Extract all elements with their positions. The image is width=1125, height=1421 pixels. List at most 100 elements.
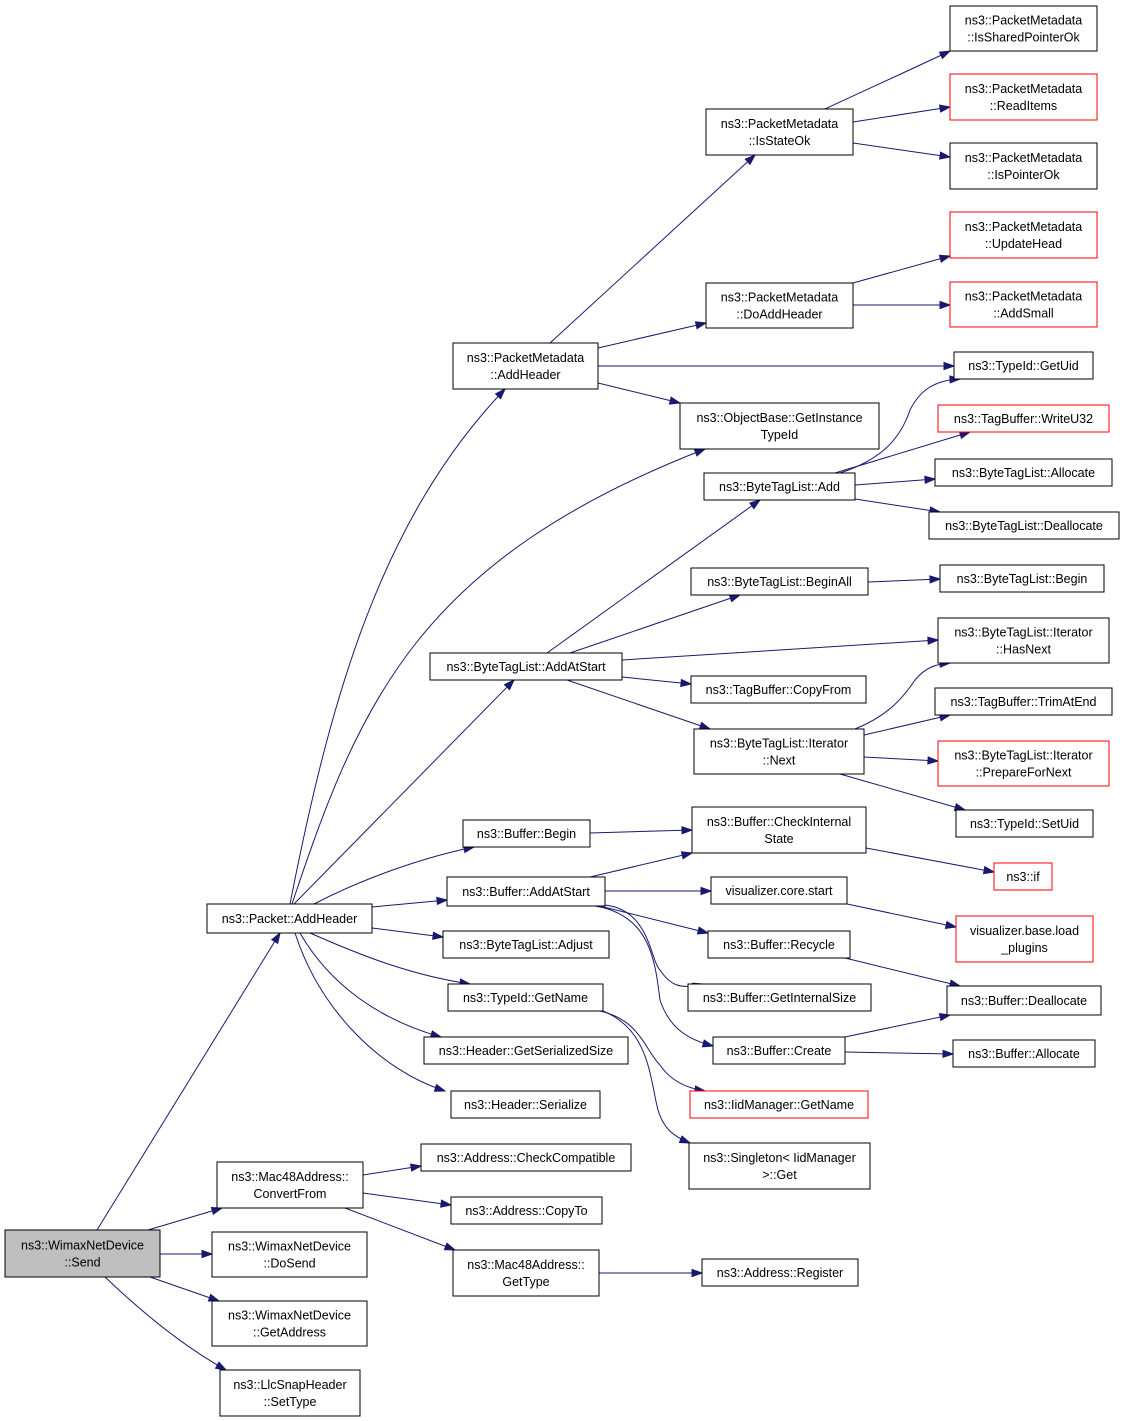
node-box[interactable] [701, 1258, 859, 1287]
node-box[interactable] [452, 342, 599, 390]
node-buffer-allocate[interactable]: ns3::Buffer::Allocate [952, 1039, 1096, 1068]
node-box[interactable] [442, 930, 610, 959]
node-box[interactable] [691, 806, 867, 854]
node-buffer-recycle[interactable]: ns3::Buffer::Recycle [707, 930, 851, 959]
node-box[interactable] [679, 402, 880, 450]
node-bytetaglist-deallocate[interactable]: ns3::ByteTagList::Deallocate [928, 511, 1120, 540]
node-buffer-deallocate[interactable]: ns3::Buffer::Deallocate [946, 985, 1102, 1016]
node-box[interactable] [4, 1229, 161, 1278]
node-visualizer-base-load-plugins[interactable]: visualizer.base.load_plugins [955, 915, 1094, 963]
node-box[interactable] [423, 1036, 629, 1065]
node-tagbuffer-copyfrom[interactable]: ns3::TagBuffer::CopyFrom [690, 675, 867, 704]
node-buffer-create[interactable]: ns3::Buffer::Create [712, 1036, 846, 1065]
node-typeid-getname[interactable]: ns3::TypeId::GetName [447, 983, 604, 1012]
node-bytetaglist-add[interactable]: ns3::ByteTagList::Add [703, 472, 856, 501]
node-singleton-get[interactable]: ns3::Singleton< IidManager>::Get [688, 1142, 871, 1190]
node-box[interactable] [429, 652, 623, 681]
node-wimax-getaddress[interactable]: ns3::WimaxNetDevice::GetAddress [211, 1300, 368, 1347]
node-mac48-convertfrom[interactable]: ns3::Mac48Address::ConvertFrom [216, 1161, 364, 1209]
node-box[interactable] [446, 876, 606, 907]
node-mac48-gettype[interactable]: ns3::Mac48Address::GetType [452, 1249, 600, 1297]
node-box[interactable] [707, 930, 851, 959]
node-box[interactable] [420, 1143, 632, 1172]
node-box[interactable] [952, 1039, 1096, 1068]
node-box[interactable] [447, 983, 604, 1012]
node-bytetaglist-addatstart[interactable]: ns3::ByteTagList::AddAtStart [429, 652, 623, 681]
node-box[interactable] [712, 1036, 846, 1065]
node-pm-addheader[interactable]: ns3::PacketMetadata::AddHeader [452, 342, 599, 390]
node-box[interactable] [450, 1196, 603, 1225]
node-typeid-setuid[interactable]: ns3::TypeId::SetUid [955, 809, 1094, 838]
node-box[interactable] [206, 903, 373, 934]
node-ns3-if[interactable]: ns3::if [993, 862, 1053, 891]
node-box[interactable] [710, 876, 848, 905]
node-pm-isstateok[interactable]: ns3::PacketMetadata::IsStateOk [705, 108, 854, 156]
node-box[interactable] [705, 108, 854, 156]
node-buffer-addatstart[interactable]: ns3::Buffer::AddAtStart [446, 876, 606, 907]
node-buffer-getinternalsize[interactable]: ns3::Buffer::GetInternalSize [687, 983, 872, 1012]
node-llcsnap-settype[interactable]: ns3::LlcSnapHeader::SetType [219, 1369, 361, 1417]
node-wimax-dosend[interactable]: ns3::WimaxNetDevice::DoSend [211, 1231, 368, 1278]
node-iidmanager-getname[interactable]: ns3::IidManager::GetName [689, 1090, 869, 1119]
node-address-checkcompatible[interactable]: ns3::Address::CheckCompatible [420, 1143, 632, 1172]
node-box[interactable] [955, 809, 1094, 838]
node-box[interactable] [705, 282, 854, 329]
node-box[interactable] [949, 211, 1098, 259]
node-bytetaglist-begin[interactable]: ns3::ByteTagList::Begin [939, 564, 1105, 593]
node-box[interactable] [949, 73, 1098, 121]
node-box[interactable] [949, 5, 1098, 52]
node-box[interactable] [462, 819, 591, 848]
node-box[interactable] [993, 862, 1053, 891]
node-box[interactable] [450, 1090, 601, 1119]
node-pm-ispointerok[interactable]: ns3::PacketMetadata::IsPointerOk [949, 142, 1098, 190]
node-box[interactable] [953, 351, 1094, 380]
node-visualizer-core-start[interactable]: visualizer.core.start [710, 876, 848, 905]
node-box[interactable] [452, 1249, 600, 1297]
node-box[interactable] [939, 564, 1105, 593]
node-btl-iterator-hasnext[interactable]: ns3::ByteTagList::Iterator::HasNext [937, 617, 1110, 664]
node-pm-addsmall[interactable]: ns3::PacketMetadata::AddSmall [949, 281, 1098, 328]
node-btl-iterator-preparefornext[interactable]: ns3::ByteTagList::Iterator::PrepareForNe… [937, 740, 1110, 787]
node-box[interactable] [689, 1090, 869, 1119]
node-box[interactable] [955, 915, 1094, 963]
node-box[interactable] [688, 1142, 871, 1190]
node-address-register[interactable]: ns3::Address::Register [701, 1258, 859, 1287]
node-box[interactable] [703, 472, 856, 501]
node-box[interactable] [211, 1231, 368, 1278]
node-typeid-getuid[interactable]: ns3::TypeId::GetUid [953, 351, 1094, 380]
node-header-getserializedsize[interactable]: ns3::Header::GetSerializedSize [423, 1036, 629, 1065]
node-pm-issharedpointerok[interactable]: ns3::PacketMetadata::IsSharedPointerOk [949, 5, 1098, 52]
node-bytetaglist-adjust[interactable]: ns3::ByteTagList::Adjust [442, 930, 610, 959]
node-bytetaglist-allocate[interactable]: ns3::ByteTagList::Allocate [934, 458, 1113, 487]
node-box[interactable] [687, 983, 872, 1012]
node-box[interactable] [934, 458, 1113, 487]
node-pm-readitems[interactable]: ns3::PacketMetadata::ReadItems [949, 73, 1098, 121]
node-tagbuffer-trimatend[interactable]: ns3::TagBuffer::TrimAtEnd [934, 687, 1113, 716]
node-box[interactable] [949, 281, 1098, 328]
node-btl-iterator-next[interactable]: ns3::ByteTagList::Iterator::Next [693, 728, 865, 775]
node-tagbuffer-writeu32[interactable]: ns3::TagBuffer::WriteU32 [937, 404, 1110, 433]
node-pm-doaddheader[interactable]: ns3::PacketMetadata::DoAddHeader [705, 282, 854, 329]
node-box[interactable] [937, 404, 1110, 433]
node-box[interactable] [937, 617, 1110, 664]
node-box[interactable] [937, 740, 1110, 787]
node-bytetaglist-beginall[interactable]: ns3::ByteTagList::BeginAll [690, 567, 869, 596]
node-packet-addheader[interactable]: ns3::Packet::AddHeader [206, 903, 373, 934]
node-buffer-begin[interactable]: ns3::Buffer::Begin [462, 819, 591, 848]
node-box[interactable] [211, 1300, 368, 1347]
node-box[interactable] [690, 675, 867, 704]
node-box[interactable] [693, 728, 865, 775]
node-box[interactable] [934, 687, 1113, 716]
node-box[interactable] [690, 567, 869, 596]
node-box[interactable] [946, 985, 1102, 1016]
node-header-serialize[interactable]: ns3::Header::Serialize [450, 1090, 601, 1119]
node-address-copyto[interactable]: ns3::Address::CopyTo [450, 1196, 603, 1225]
node-pm-updatehead[interactable]: ns3::PacketMetadata::UpdateHead [949, 211, 1098, 259]
node-box[interactable] [949, 142, 1098, 190]
node-box[interactable] [219, 1369, 361, 1417]
node-box[interactable] [928, 511, 1120, 540]
node-root[interactable]: ns3::WimaxNetDevice::Send [4, 1229, 161, 1278]
node-box[interactable] [216, 1161, 364, 1209]
